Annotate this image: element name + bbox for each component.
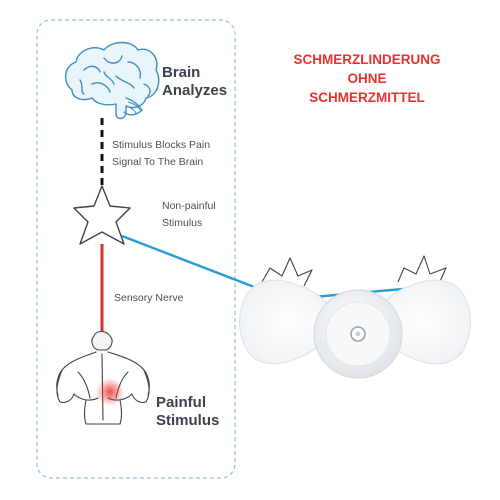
stimulus-blocks-line1: Stimulus Blocks Pain <box>112 139 211 151</box>
device-spark-right <box>397 255 447 287</box>
pain-spot <box>96 378 124 406</box>
painful-line2: Stimulus <box>156 412 220 429</box>
stimulus-blocks-label: Stimulus Blocks Pain Signal To The Brain <box>112 137 210 171</box>
painful-stimulus-label: Painful Stimulus <box>156 394 219 430</box>
sensory-nerve-label: Sensory Nerve <box>114 292 184 304</box>
stimulus-blocks-line2: Signal To The Brain <box>112 156 204 168</box>
painful-line1: Painful <box>156 394 207 411</box>
headline-line2: OHNE <box>347 71 387 86</box>
tens-device <box>238 279 472 379</box>
device-spark-left <box>261 257 313 287</box>
brain-analyzes-label: Brain Analyzes <box>162 64 227 100</box>
headline-line3: SCHMERZMITTEL <box>309 90 425 105</box>
headline-line1: SCHMERZLINDERUNG <box>293 52 441 67</box>
non-painful-stimulus-label: Non-painful Stimulus <box>162 198 216 232</box>
diagram-panel-border <box>36 19 236 479</box>
non-painful-line2: Stimulus <box>162 217 203 229</box>
brain-label-line2: Analyzes <box>162 82 228 99</box>
non-painful-stimulus-star <box>73 185 131 245</box>
headline-text: SCHMERZLINDERUNG OHNE SCHMERZMITTEL <box>258 50 476 107</box>
painful-back-person-icon <box>56 330 150 425</box>
brain-label-line1: Brain <box>162 64 201 81</box>
brain-icon <box>65 41 160 120</box>
cerebellum-icon <box>125 101 141 114</box>
non-painful-line1: Non-painful <box>162 200 216 212</box>
signal-to-device-line <box>121 234 263 292</box>
